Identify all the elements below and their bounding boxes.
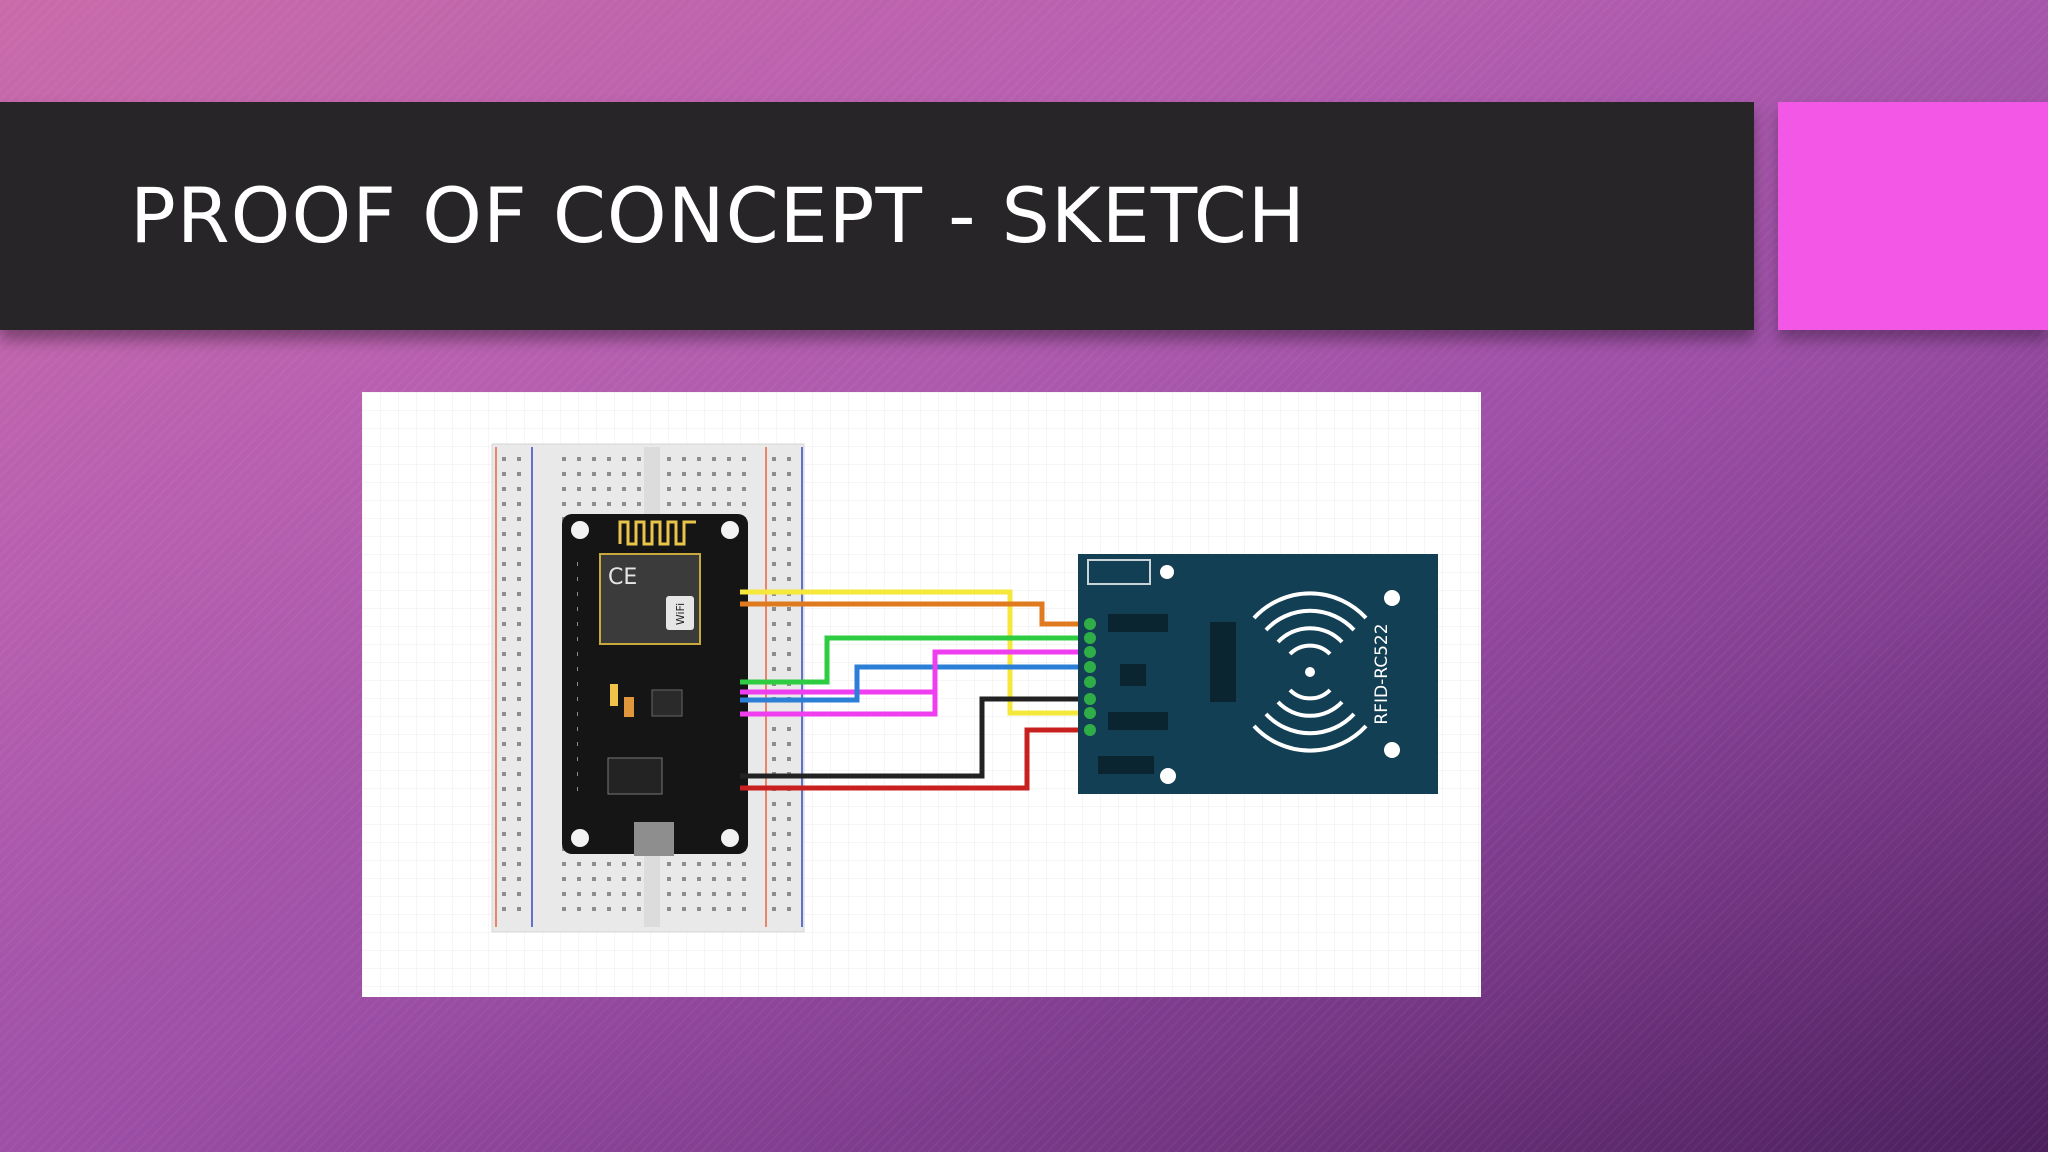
- title-bar: PROOF OF CONCEPT - SKETCH: [0, 102, 1754, 330]
- wifi-mark: WiFi: [674, 603, 687, 625]
- wire-blue: [740, 664, 1087, 703]
- circuit-diagram-panel: CE WiFi: [362, 392, 1481, 997]
- slide-title: PROOF OF CONCEPT - SKETCH: [130, 171, 1306, 260]
- jumper-wires: [740, 589, 1087, 791]
- wire-magenta-lower: [740, 652, 938, 717]
- rfid-module-label: RFID-RC522: [1372, 623, 1392, 724]
- wire-orange: [740, 601, 1087, 627]
- circuit-diagram: CE WiFi: [362, 392, 1481, 997]
- accent-block: [1778, 102, 2048, 330]
- rfid-module: RFID-RC522: [1078, 554, 1438, 794]
- wire-green: [740, 635, 1087, 685]
- ce-mark: CE: [608, 565, 637, 590]
- wire-red: [740, 727, 1087, 791]
- antenna-icon: [1252, 591, 1368, 753]
- nodemcu-board: CE WiFi: [562, 514, 748, 856]
- wire-black: [740, 696, 1087, 779]
